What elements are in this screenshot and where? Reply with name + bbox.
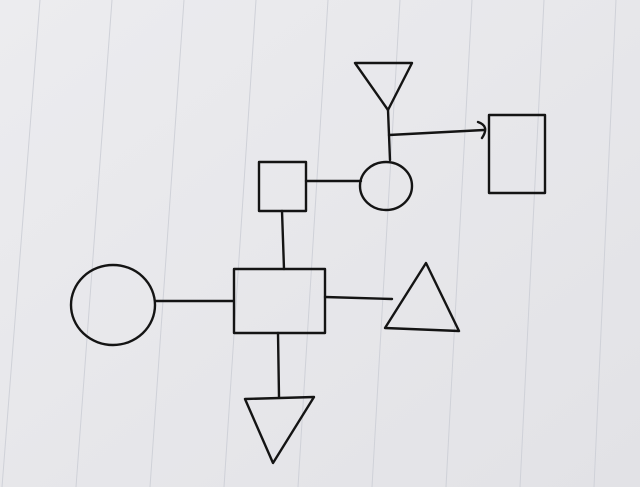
connector-square-to-rectangle-center	[280, 209, 286, 271]
triangle-down-top	[353, 61, 414, 112]
circle-small	[358, 160, 414, 212]
connector-arrow-to-rectangle-right	[387, 128, 486, 137]
connector-rectangle-to-triangle-up	[323, 295, 394, 301]
paper-rules	[1, 0, 617, 487]
connector-rectangle-to-triangle-bottom	[276, 331, 281, 399]
circle-large	[69, 263, 157, 347]
rectangle-right	[487, 113, 547, 195]
triangle-down-bottom	[243, 395, 316, 465]
arrowhead-icon	[476, 120, 487, 140]
triangle-up	[383, 261, 461, 333]
